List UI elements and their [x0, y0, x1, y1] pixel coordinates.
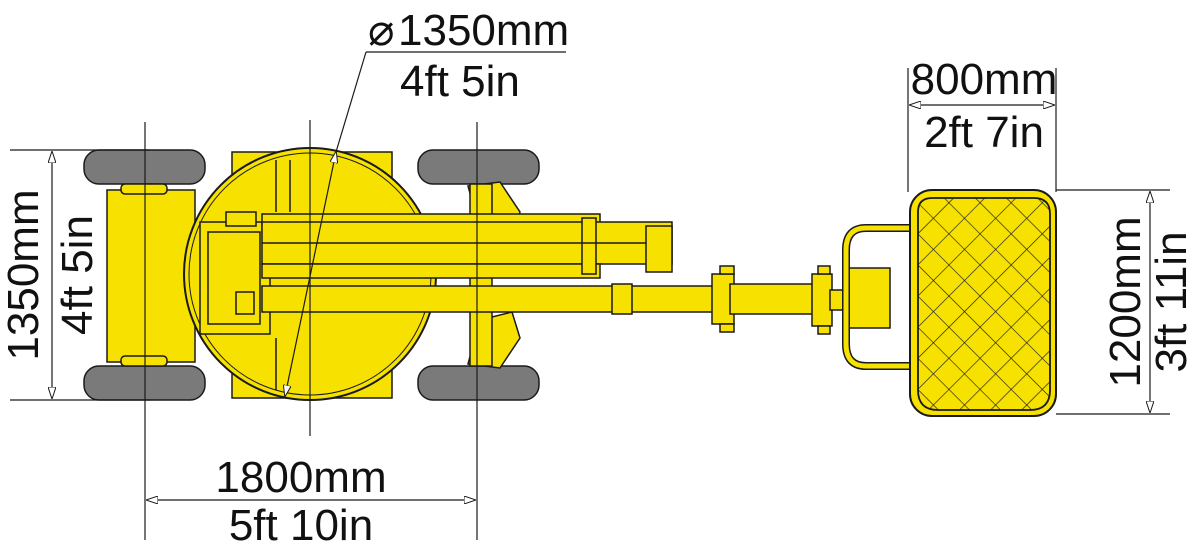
chassis-width-mm: 1350mm: [0, 189, 48, 360]
wheelbase-mm: 1800mm: [215, 453, 386, 502]
chassis-width-imperial: 4ft 5in: [53, 215, 102, 335]
basket-length-imperial: 3ft 11in: [1147, 231, 1193, 372]
basket-floor-mesh: [917, 197, 1051, 411]
tyre-rear-right: [417, 365, 540, 401]
turret-diameter-dimension: [285, 152, 336, 396]
jib-arm: [261, 285, 723, 313]
basket: [842, 189, 1057, 417]
basket-width-imperial: 2ft 7in: [924, 108, 1044, 157]
basket-length-mm: 1200mm: [1101, 216, 1150, 387]
tyre-rear-left: [417, 149, 540, 185]
turret-diameter-imperial: 4ft 5in: [400, 57, 520, 106]
wheelbase-imperial: 5ft 10in: [229, 501, 373, 546]
basket-mount: [847, 267, 891, 329]
dimension-lines: [10, 51, 1170, 540]
counterweight-block: [106, 189, 196, 363]
basket-width-mm: 800mm: [911, 55, 1058, 104]
turret-diameter-mm: 1350mm: [398, 6, 569, 55]
dimension-labels: ⌀ 1350mm 4ft 5in 1350mm 4ft 5in 1800mm 5…: [0, 6, 1193, 546]
turret-diameter-symbol: ⌀: [368, 6, 395, 55]
